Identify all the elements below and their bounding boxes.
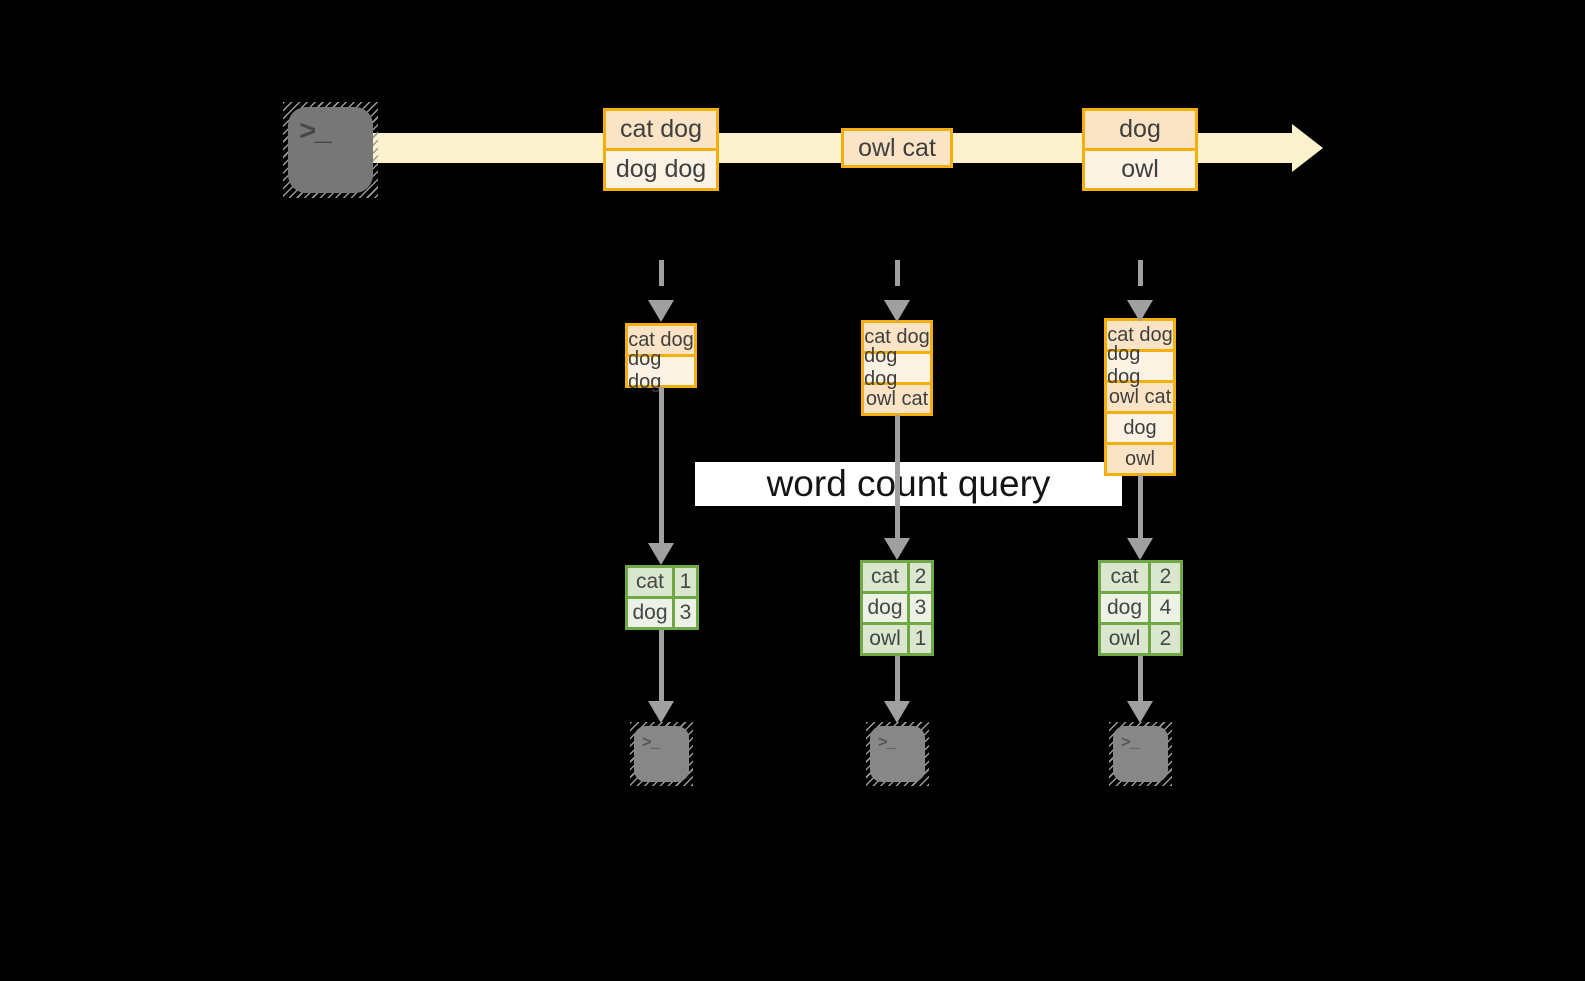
count-row: dog 3 — [628, 596, 696, 627]
sink-flow-arrow — [659, 630, 664, 702]
query-flow-arrowhead-icon — [1127, 538, 1153, 560]
stream-batch-1-box: cat dog dog dog — [603, 108, 719, 191]
trigger-arrowhead-icon — [648, 300, 674, 322]
word-cell: cat — [1101, 563, 1151, 591]
sink-flow-arrowhead-icon — [884, 701, 910, 723]
count-row: cat 2 — [1101, 563, 1180, 591]
trigger-arrowhead-icon — [884, 300, 910, 322]
stream-batch-2-box: owl cat — [841, 128, 953, 168]
sink-flow-arrow — [895, 656, 900, 702]
state-record: dog dog — [864, 345, 930, 390]
input-state-box-3: cat dog dog dog owl cat dog owl — [1104, 318, 1176, 476]
trigger-dashed-arrow — [1138, 260, 1143, 300]
count-cell: 1 — [910, 625, 931, 653]
state-record: cat dog — [864, 323, 930, 351]
state-record: owl cat — [864, 382, 930, 413]
sink-terminal-icon-3: >_ — [1109, 722, 1172, 786]
count-row: cat 1 — [628, 568, 696, 596]
sink-terminal-icon-1: >_ — [630, 722, 693, 786]
record: dog — [1085, 111, 1195, 148]
sink-flow-arrow — [1138, 656, 1143, 702]
word-count-table-2: cat 2 dog 3 owl 1 — [860, 560, 934, 656]
stream-timeline-arrowhead-icon — [1292, 124, 1323, 172]
terminal-prompt-icon: >_ — [1121, 734, 1139, 752]
count-cell: 3 — [910, 594, 931, 622]
terminal-body: >_ — [288, 107, 373, 193]
query-label: word count query — [695, 462, 1122, 506]
state-record: owl — [1107, 442, 1173, 473]
word-cell: owl — [863, 625, 910, 653]
state-record: cat dog — [1107, 321, 1173, 349]
word-cell: dog — [628, 599, 675, 627]
terminal-body: >_ — [870, 726, 925, 782]
record: cat dog — [606, 111, 716, 148]
terminal-prompt-icon: >_ — [299, 116, 332, 149]
count-row: dog 4 — [1101, 591, 1180, 622]
word-cell: dog — [863, 594, 910, 622]
query-flow-arrowhead-icon — [884, 538, 910, 560]
word-count-table-1: cat 1 dog 3 — [625, 565, 699, 630]
state-record: dog dog — [628, 348, 694, 393]
query-flow-arrow — [659, 387, 664, 544]
word-cell: cat — [863, 563, 910, 591]
stream-batch-3-box: dog owl — [1082, 108, 1198, 191]
record: owl — [1085, 148, 1195, 188]
word-cell: owl — [1101, 625, 1151, 653]
count-row: cat 2 — [863, 563, 931, 591]
source-terminal-icon: >_ — [283, 102, 378, 198]
count-cell: 1 — [675, 568, 696, 596]
count-cell: 3 — [675, 599, 696, 627]
count-row: owl 1 — [863, 622, 931, 653]
word-count-table-3: cat 2 dog 4 owl 2 — [1098, 560, 1183, 656]
count-cell: 4 — [1151, 594, 1180, 622]
state-record: dog dog — [1107, 343, 1173, 388]
word-cell: dog — [1101, 594, 1151, 622]
sink-terminal-icon-2: >_ — [866, 722, 929, 786]
sink-flow-arrowhead-icon — [1127, 701, 1153, 723]
count-cell: 2 — [910, 563, 931, 591]
terminal-body: >_ — [634, 726, 689, 782]
state-record: cat dog — [628, 326, 694, 354]
query-flow-arrow — [895, 415, 900, 541]
record: owl cat — [844, 131, 950, 165]
count-row: dog 3 — [863, 591, 931, 622]
query-flow-arrowhead-icon — [648, 543, 674, 565]
trigger-dashed-arrow — [659, 260, 664, 300]
sink-flow-arrowhead-icon — [648, 701, 674, 723]
input-state-box-1: cat dog dog dog — [625, 323, 697, 393]
query-flow-arrow — [1138, 475, 1143, 539]
record: dog dog — [606, 148, 716, 188]
input-state-box-2: cat dog dog dog owl cat — [861, 320, 933, 416]
trigger-arrowhead-icon — [1127, 300, 1153, 322]
terminal-prompt-icon: >_ — [878, 734, 896, 752]
word-cell: cat — [628, 568, 675, 596]
state-record: dog — [1107, 411, 1173, 442]
trigger-dashed-arrow — [895, 260, 900, 300]
count-row: owl 2 — [1101, 622, 1180, 653]
terminal-prompt-icon: >_ — [642, 734, 660, 752]
terminal-body: >_ — [1113, 726, 1168, 782]
count-cell: 2 — [1151, 563, 1180, 591]
count-cell: 2 — [1151, 625, 1180, 653]
state-record: owl cat — [1107, 380, 1173, 411]
